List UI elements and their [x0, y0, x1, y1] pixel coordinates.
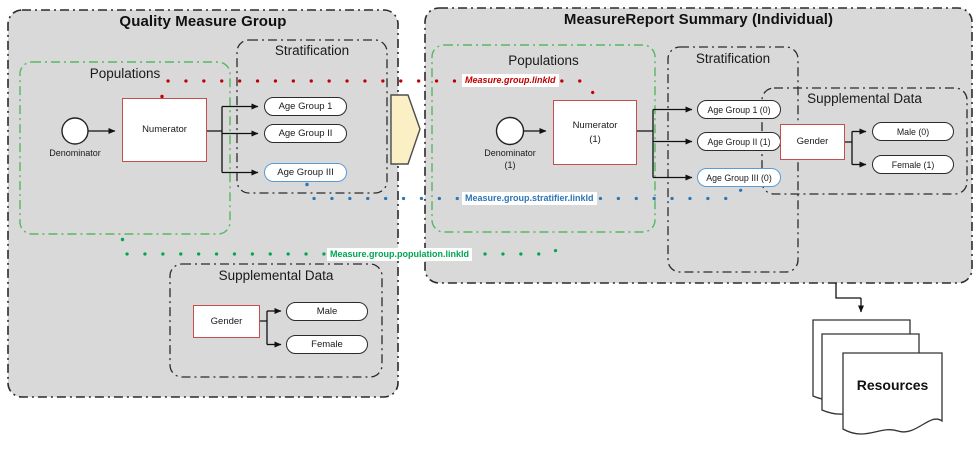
right-supplemental-box — [761, 87, 968, 195]
left-gender-box: Gender — [193, 305, 260, 338]
left-age-group-2-pill: Age Group II — [264, 124, 347, 143]
right-gender-box: Gender — [780, 124, 845, 160]
left-denominator-label: Denominator — [49, 148, 101, 158]
measure-group-stratifier-linkid-label: Measure.group.stratifier.linkId — [462, 192, 597, 205]
resources-label: Resources — [856, 377, 929, 393]
group-linkid-dot — [160, 94, 164, 99]
left-supplemental-label: Supplemental Data — [218, 268, 334, 283]
population-linkid-dot — [120, 237, 125, 242]
left-male-pill: Male — [286, 302, 368, 321]
measure-group-population-linkid-label: Measure.group.population.linkId — [327, 248, 473, 261]
resource-doc-front — [842, 352, 943, 435]
right-age-group-1-pill: Age Group 1 (0) — [697, 100, 781, 119]
left-supplemental-box — [169, 263, 383, 378]
right-denominator-circle — [495, 116, 525, 146]
left-age-group-1-pill: Age Group 1 — [264, 97, 347, 116]
right-male-pill: Male (0) — [872, 122, 954, 141]
stratifier-linkid-dot — [305, 182, 309, 187]
left-stratification-label: Stratification — [274, 43, 350, 58]
right-female-pill: Female (1) — [872, 155, 954, 174]
left-numerator-branch — [207, 106, 223, 173]
right-denominator-label: Denominator (1) — [475, 148, 545, 171]
right-denominator-count: (1) — [504, 159, 516, 170]
right-denominator-text: Denominator — [484, 148, 536, 158]
right-age-group-3-pill: Age Group III (0) — [697, 168, 781, 187]
left-populations-box — [19, 61, 231, 235]
left-gender-branch — [260, 311, 268, 345]
panel-to-resources-elbow — [835, 283, 861, 299]
measure-group-linkid-label: Measure.group.linkId — [462, 74, 559, 87]
right-numerator-count: (1) — [589, 133, 601, 145]
population-linkid-dotted-line — [125, 246, 561, 256]
right-populations-box — [431, 44, 656, 233]
left-female-pill: Female — [286, 335, 368, 354]
right-age-group-2-pill: Age Group II (1) — [697, 132, 781, 151]
left-age-group-3-pill: Age Group III — [264, 163, 347, 182]
panel-transform-arrow — [390, 94, 421, 165]
right-stratification-label: Stratification — [695, 51, 771, 66]
right-supplemental-label: Supplemental Data — [807, 91, 922, 106]
right-stratification-box — [667, 46, 799, 273]
right-populations-label: Populations — [508, 53, 579, 68]
right-panel-title: MeasureReport Summary (Individual) — [563, 11, 834, 28]
right-numerator-branch — [637, 109, 654, 178]
right-numerator-box: Numerator (1) — [553, 100, 637, 165]
left-panel-title: Quality Measure Group — [119, 13, 287, 30]
left-numerator-box: Numerator — [122, 98, 207, 162]
left-populations-label: Populations — [89, 66, 161, 81]
right-numerator-text: Numerator — [572, 119, 618, 131]
left-denominator-circle — [61, 117, 89, 145]
left-stratification-box — [236, 39, 388, 194]
right-gender-branch — [845, 131, 853, 165]
